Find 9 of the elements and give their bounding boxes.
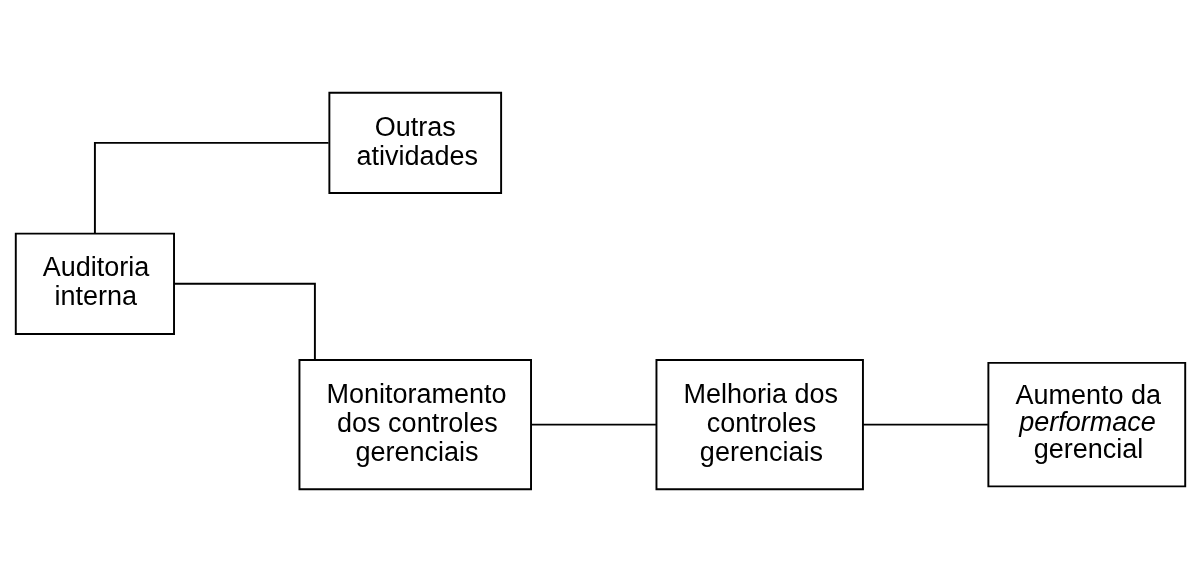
node-box: Outras atividades — [328, 91, 503, 194]
node-box: Monitoramento dos controles gerenciais — [298, 358, 532, 490]
connector — [173, 282, 316, 361]
connector — [530, 423, 657, 426]
node-box: Aumento da performace gerencial — [987, 361, 1187, 487]
connector — [862, 423, 989, 426]
node-box: Auditoria interna — [14, 232, 175, 335]
node-box: Melhoria dos controles gerenciais — [655, 358, 864, 490]
connector — [93, 141, 330, 234]
